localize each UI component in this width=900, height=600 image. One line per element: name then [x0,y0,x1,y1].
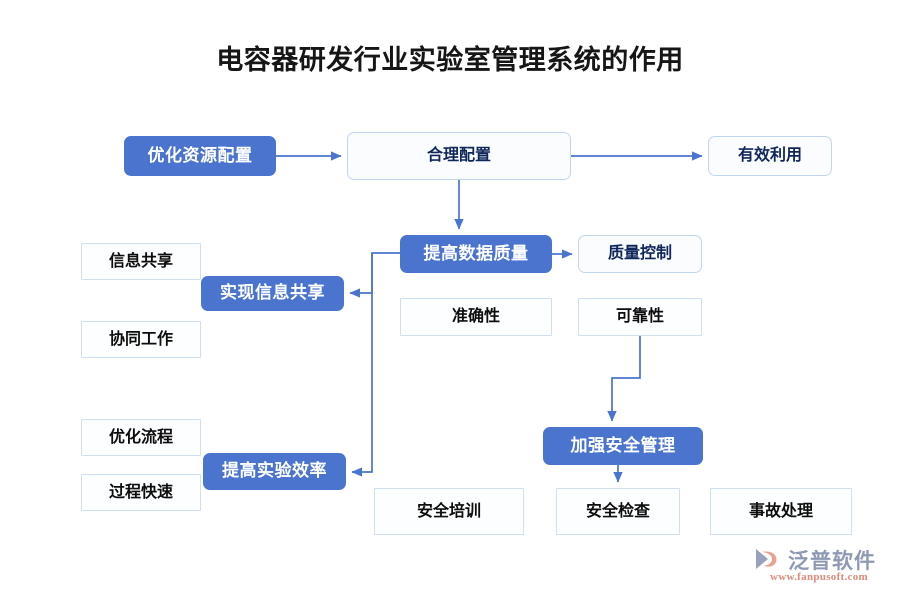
edge-n4-n13 [351,253,373,477]
node-rational-allocation[interactable]: 合理配置 [347,132,571,180]
node-realize-information-sharing[interactable]: 实现信息共享 [201,276,344,311]
node-quality-control[interactable]: 质量控制 [578,235,702,273]
node-fast-process[interactable]: 过程快速 [81,474,201,511]
watermark-brand: 泛普软件 [788,550,876,573]
node-information-sharing[interactable]: 信息共享 [81,243,201,280]
node-accuracy[interactable]: 准确性 [400,298,552,336]
node-reliability[interactable]: 可靠性 [578,298,702,336]
node-improve-data-quality[interactable]: 提高数据质量 [400,235,552,273]
node-effective-use[interactable]: 有效利用 [708,136,832,176]
node-accident-handling[interactable]: 事故处理 [710,488,852,535]
node-safety-training[interactable]: 安全培训 [374,488,524,535]
node-collaborative-work[interactable]: 协同工作 [81,321,201,358]
node-optimize-resource-allocation[interactable]: 优化资源配置 [124,136,276,176]
page-title: 电容器研发行业实验室管理系统的作用 [216,45,684,75]
edge-n4-n6 [349,252,400,298]
node-strengthen-safety-management[interactable]: 加强安全管理 [543,427,703,465]
edge-n10-n14 [607,336,641,422]
watermark-url: www.fanpusoft.com [770,571,868,583]
node-safety-inspection[interactable]: 安全检查 [556,488,680,535]
fanpu-logo-icon [756,549,777,569]
node-optimize-process[interactable]: 优化流程 [81,419,201,456]
watermark: 泛普软件 www.fanpusoft.com [752,545,892,593]
node-improve-experiment-efficiency[interactable]: 提高实验效率 [203,453,346,490]
